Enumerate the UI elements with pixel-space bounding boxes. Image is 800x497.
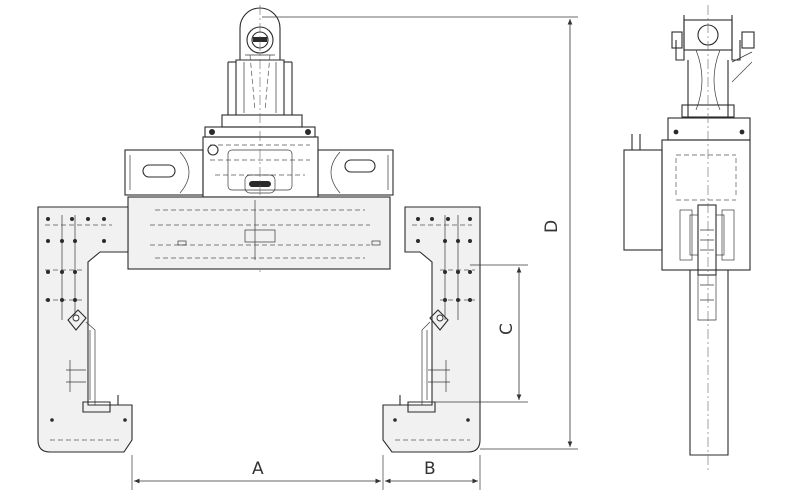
front-view	[37, 5, 481, 453]
dimension-b-label: B	[424, 459, 436, 479]
dimension-c: C	[420, 264, 528, 403]
dimension-a: A	[131, 455, 384, 490]
dimension-a-label: A	[252, 459, 264, 479]
cross-beam	[127, 196, 391, 270]
left-drum	[124, 149, 204, 196]
dimension-c-label: C	[497, 323, 517, 335]
right-tong-arm	[382, 206, 481, 453]
dimension-d: D	[262, 16, 578, 450]
dimension-b: B	[385, 455, 481, 490]
left-tong-arm	[37, 206, 133, 453]
side-view	[623, 5, 755, 470]
right-drum	[317, 149, 394, 196]
dimension-d-label: D	[542, 220, 562, 233]
